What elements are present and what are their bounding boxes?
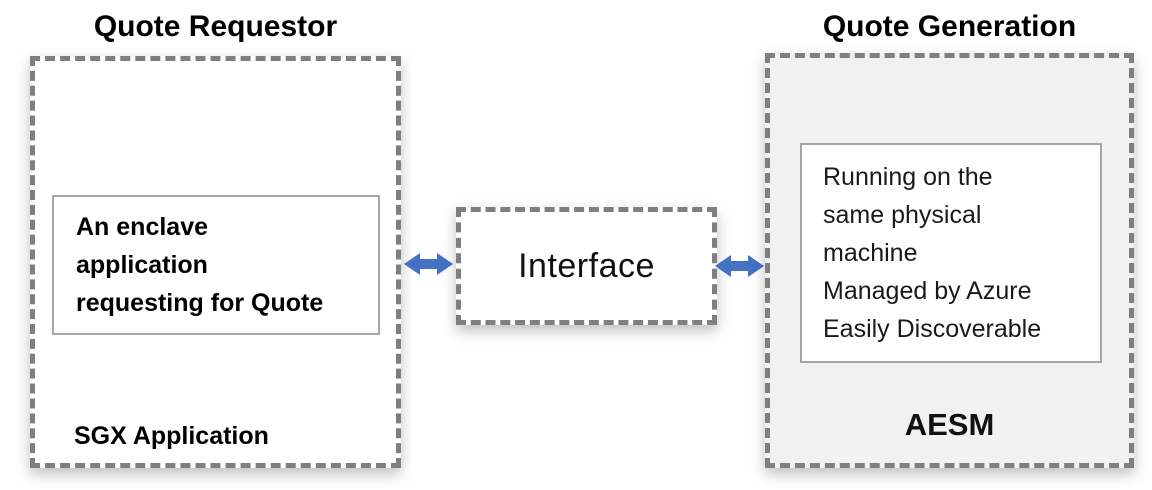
bidirectional-arrow-shape [404,253,453,275]
interface-label: Interface [518,246,655,285]
quote-generation-title: Quote Generation [822,10,1077,43]
bidirectional-arrow-shape [715,255,764,277]
interface-box: Interface [456,207,717,325]
quote-requestor-title: Quote Requestor [93,10,338,43]
sgx-application-label: SGX Application [74,422,269,450]
aesm-label: AESM [904,407,995,442]
enclave-application-text: An enclave application requesting for Qu… [76,213,324,317]
aesm-description-box: Running on the same physical machine Man… [800,143,1102,363]
quote-requestor-box: An enclave application requesting for Qu… [30,56,401,468]
bidirectional-arrow-icon [404,253,453,275]
aesm-description-text: Running on the same physical machine Man… [823,163,1042,343]
bidirectional-arrow-icon [715,255,764,277]
quote-generation-box: Running on the same physical machine Man… [765,53,1134,468]
enclave-application-box: An enclave application requesting for Qu… [52,195,380,335]
